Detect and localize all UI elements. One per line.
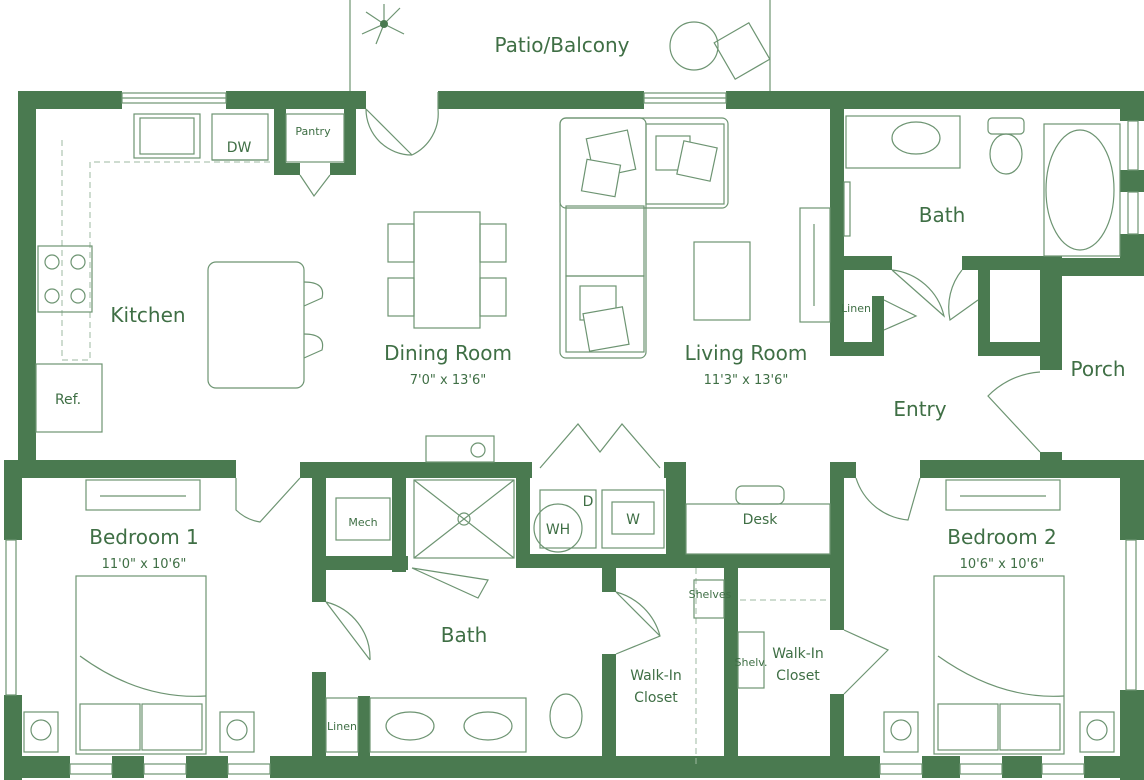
label-dining: Dining Room xyxy=(384,341,512,365)
label-linen-bottom: Linen xyxy=(327,720,357,733)
fixture-labels: Pantry DW Ref. Linen Linen Mech WH D W D… xyxy=(55,125,871,733)
label-entry: Entry xyxy=(893,397,946,421)
living-fixtures xyxy=(559,117,831,359)
bedroom2-fixtures xyxy=(883,479,1115,755)
label-patio: Patio/Balcony xyxy=(494,33,629,57)
dim-living: 11'3" x 13'6" xyxy=(704,373,789,388)
dim-dining: 7'0" x 13'6" xyxy=(410,373,486,388)
label-walkin2-line1: Walk-In xyxy=(772,646,824,662)
dim-bedroom2: 10'6" x 10'6" xyxy=(960,557,1045,572)
label-bedroom2: Bedroom 2 xyxy=(947,525,1057,549)
label-dw: DW xyxy=(227,140,252,156)
plant-icon xyxy=(361,4,405,45)
doors xyxy=(235,92,1041,695)
windows xyxy=(5,92,1139,775)
patio-fixtures xyxy=(349,0,771,91)
dim-bedroom1: 11'0" x 10'6" xyxy=(102,557,187,572)
label-d: D xyxy=(583,494,594,510)
bath-bottom-fixtures xyxy=(325,435,583,753)
label-walkin2-line2: Closet xyxy=(776,668,820,684)
label-ref: Ref. xyxy=(55,392,81,408)
label-bath-top: Bath xyxy=(919,203,966,227)
label-porch: Porch xyxy=(1070,357,1125,381)
kitchen-fixtures xyxy=(35,113,345,433)
laundry-desk-fixtures xyxy=(533,485,831,768)
label-living: Living Room xyxy=(685,341,808,365)
label-desk: Desk xyxy=(743,512,779,528)
label-walkin1-line2: Closet xyxy=(634,690,678,706)
label-wh: WH xyxy=(546,522,570,538)
label-shelv: Shelv. xyxy=(735,656,768,669)
label-bedroom1: Bedroom 1 xyxy=(89,525,199,549)
interior-walls xyxy=(274,91,1062,774)
bedroom1-fixtures xyxy=(23,479,255,755)
label-bath-bottom: Bath xyxy=(441,623,488,647)
dining-fixtures xyxy=(387,211,507,329)
label-pantry: Pantry xyxy=(295,125,331,138)
label-w: W xyxy=(626,512,640,528)
label-linen-top: Linen xyxy=(841,302,871,315)
label-walkin1-line1: Walk-In xyxy=(630,668,682,684)
room-labels: Patio/Balcony Kitchen Dining Room 7'0" x… xyxy=(89,33,1125,706)
label-kitchen: Kitchen xyxy=(110,303,185,327)
label-shelves: Shelves xyxy=(689,588,732,601)
label-mech: Mech xyxy=(348,516,377,529)
bath-top-fixtures xyxy=(843,115,1121,257)
